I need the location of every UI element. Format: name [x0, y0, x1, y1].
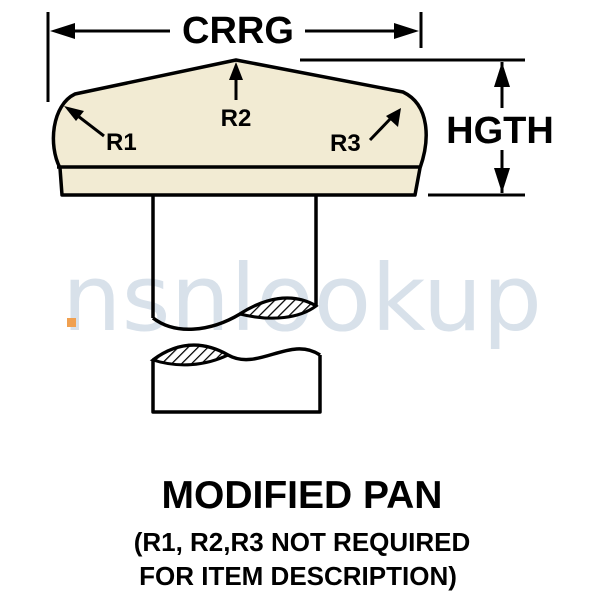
caption-note-line1: (R1, R2,R3 NOT REQUIRED — [134, 527, 471, 557]
radius-r1-label: R1 — [106, 129, 137, 156]
head-body — [51, 58, 428, 197]
shank-upper — [151, 195, 319, 331]
r2-arrow-icon — [229, 62, 243, 80]
radius-r3-label: R3 — [330, 130, 361, 157]
height-arrow-up-icon — [494, 62, 510, 87]
lower-shank-outline — [151, 355, 322, 414]
width-dimension: CRRG — [46, 10, 423, 102]
r3-arrow-icon — [386, 108, 401, 127]
height-dimension-label: HGTH — [446, 110, 554, 152]
lower-break-section-hatch — [149, 343, 232, 367]
caption-note-line2: FOR ITEM DESCRIPTION) — [139, 561, 457, 591]
width-arrow-right-icon — [394, 23, 419, 39]
width-dimension-label: CRRG — [182, 10, 294, 52]
upper-break-section-hatch — [236, 296, 319, 320]
shank-lower — [149, 343, 322, 414]
caption-title: MODIFIED PAN — [162, 474, 443, 517]
r1-arrow-icon — [64, 106, 84, 121]
radius-r1-callout: R1 — [64, 106, 137, 156]
height-dimension: HGTH — [300, 58, 554, 197]
screw-head — [51, 58, 428, 197]
radius-r2-callout: R2 — [221, 62, 252, 132]
radius-r2-label: R2 — [221, 105, 252, 132]
width-arrow-left-icon — [50, 23, 75, 39]
watermark-dot — [67, 318, 76, 327]
radius-r3-callout: R3 — [330, 108, 401, 157]
height-arrow-down-icon — [494, 168, 510, 193]
